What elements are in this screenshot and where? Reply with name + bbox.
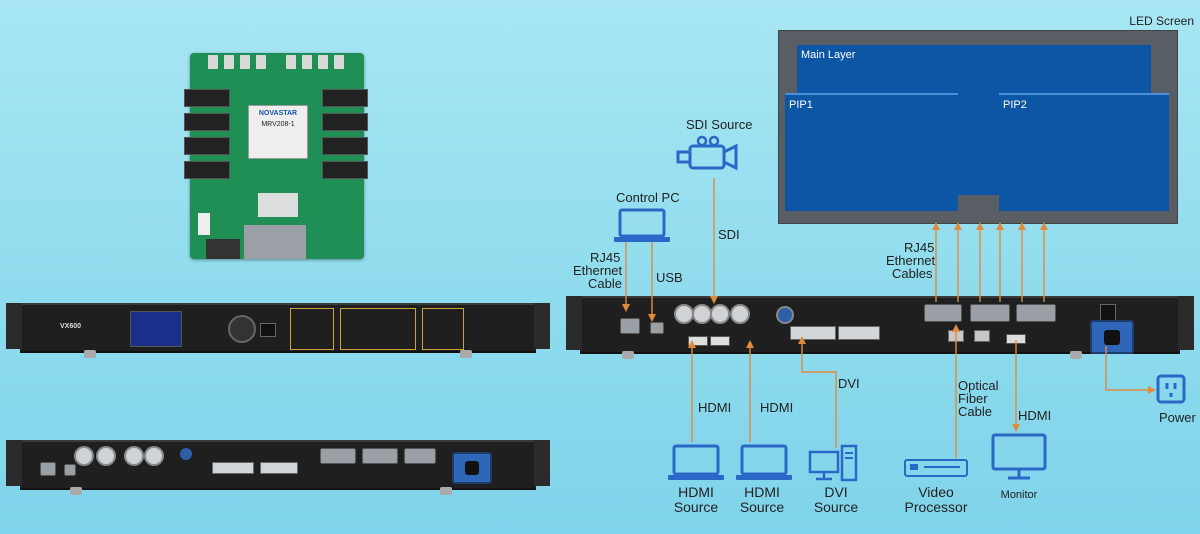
video-processor-icon <box>904 459 968 477</box>
hdmi-monitor-label: HDMI <box>1018 408 1052 423</box>
hdmi-source-1-line1: HDMI <box>678 484 714 500</box>
led-screen: Main Layer PIP1 PIP2 <box>778 30 1178 224</box>
rj45-cable-line3: Cable <box>588 276 622 291</box>
pip1-layer: PIP1 <box>785 93 958 211</box>
hdmi-label-1: HDMI <box>698 400 732 415</box>
pcb-chip-label: NOVASTAR MRV208-1 <box>248 105 308 159</box>
dvi-label: DVI <box>838 376 860 391</box>
optical-line2: Fiber <box>958 391 988 406</box>
front-lcd-screen <box>130 311 182 347</box>
pcb-model: MRV208-1 <box>261 121 295 128</box>
light-sensor <box>776 306 794 324</box>
rj45-cable-line1: RJ45 <box>590 250 621 265</box>
pcb-qr-sticker <box>258 193 298 217</box>
front-button-group-3 <box>422 308 464 350</box>
pip1-label: PIP1 <box>789 99 813 111</box>
video-camera-icon <box>676 135 738 171</box>
monitor-icon <box>991 433 1047 480</box>
hdmi-label-2: HDMI <box>760 400 794 415</box>
desktop-pc-icon <box>808 444 858 482</box>
front-power-switch <box>260 323 276 337</box>
monitor-label: Monitor <box>1000 489 1038 501</box>
front-brand: VX600 <box>60 323 82 330</box>
front-knob <box>228 315 256 343</box>
hdmi-source-1-line2: Source <box>673 499 719 515</box>
hdmi-in-2 <box>710 336 730 346</box>
power-inlet <box>1090 320 1134 354</box>
sdi-in-4 <box>730 304 750 324</box>
video-processor-line2: Processor <box>904 499 968 515</box>
fiber-port-2 <box>974 330 990 342</box>
laptop-icon <box>736 444 792 480</box>
ethernet-port <box>620 318 640 334</box>
usb-label: USB <box>656 270 683 285</box>
processor-rear-panel <box>580 296 1180 354</box>
sdi-source-label: SDI Source <box>686 117 753 132</box>
rj45-cable-line2: Ethernet <box>573 263 623 278</box>
processor-front-panel: VX600 <box>20 303 536 353</box>
dvi-loop <box>838 326 880 340</box>
pip2-label: PIP2 <box>1003 99 1027 111</box>
power-outlet-icon <box>1156 374 1186 404</box>
processor-rear-panel-small <box>20 440 536 490</box>
dvi-in <box>790 326 836 340</box>
optical-line3: Cable <box>958 404 992 419</box>
front-button-group-2 <box>340 308 416 350</box>
usb-port <box>650 322 664 334</box>
rj45-cables-line1: RJ45 <box>904 240 935 255</box>
pcb-ethernet-ports <box>244 225 306 259</box>
hdmi-source-2-line2: Source <box>739 499 785 515</box>
output-ports-2 <box>970 304 1010 322</box>
dvi-source-line2: Source <box>813 499 859 515</box>
video-processor-line1: Video <box>918 484 954 500</box>
rj45-cables-line2: Ethernet <box>886 253 936 268</box>
pcb-power-terminal <box>206 239 240 259</box>
pcb-connector <box>198 213 210 235</box>
front-button-group-1 <box>290 308 334 350</box>
pcb-brand: NOVASTAR <box>258 110 298 117</box>
receiving-card-pcb: NOVASTAR MRV208-1 <box>184 53 368 259</box>
sdi-in-3 <box>710 304 730 324</box>
laptop-icon <box>668 444 724 480</box>
output-ports-1 <box>924 304 962 322</box>
optical-line1: Optical <box>958 378 999 393</box>
output-ports-3 <box>1016 304 1056 322</box>
laptop-icon <box>614 208 670 242</box>
power-label: Power <box>1159 410 1196 425</box>
sdi-label: SDI <box>718 227 740 242</box>
hdmi-in-1 <box>688 336 708 346</box>
pip2-layer: PIP2 <box>999 93 1169 211</box>
dvi-source-line1: DVI <box>824 484 848 500</box>
control-pc-label: Control PC <box>616 190 680 205</box>
hdmi-source-2-line1: HDMI <box>744 484 780 500</box>
main-layer-label: Main Layer <box>801 49 856 61</box>
rj45-cables-line3: Cables <box>892 266 933 281</box>
led-screen-title: LED Screen <box>1129 14 1194 28</box>
